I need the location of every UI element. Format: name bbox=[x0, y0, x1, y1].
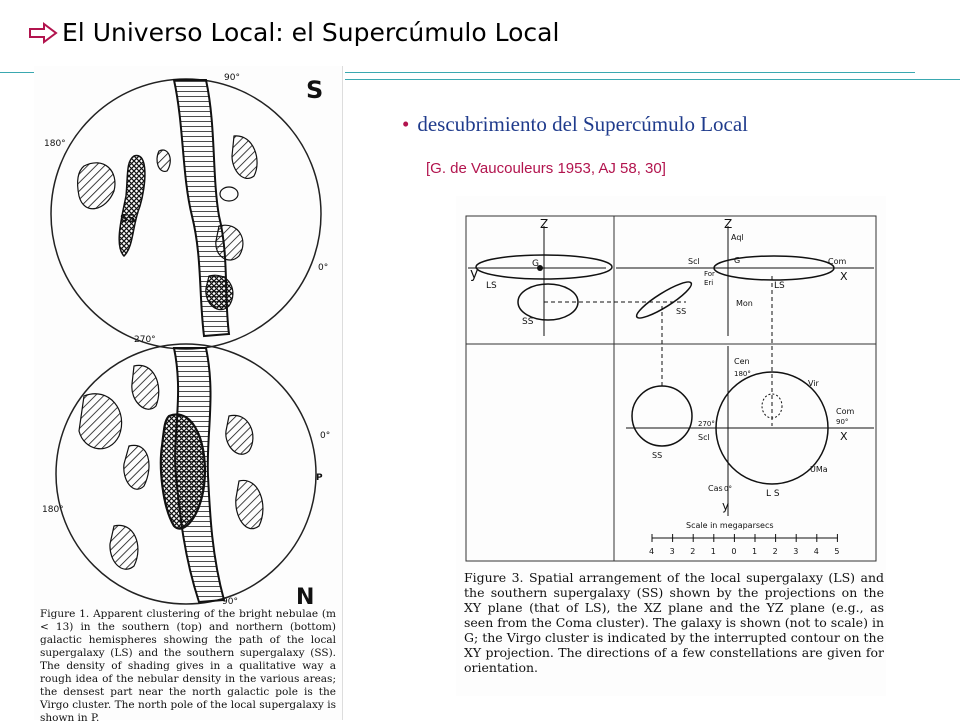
nebula-blob-6 bbox=[219, 186, 239, 202]
virgo-cluster-dense bbox=[159, 413, 206, 530]
fig3-label-deg0: 0° bbox=[724, 485, 732, 493]
bullet-item: •descubrimiento del Supercúmulo Local bbox=[402, 112, 749, 136]
slide-title: El Universo Local: el Supercúmulo Local bbox=[28, 18, 559, 47]
fig3-label-deg270: 270° bbox=[698, 420, 715, 428]
figure-1-panel: S 90° 180° 0° SS 270° 0° P 180° 90° N Fi… bbox=[34, 66, 343, 724]
fig3-label-z2: Z bbox=[724, 217, 732, 231]
fig3-label-deg180: 180° bbox=[734, 370, 751, 378]
fig3-label-mon: Mon bbox=[736, 299, 753, 308]
fig3-label-deg90: 90° bbox=[836, 418, 848, 426]
fig3-label-g2: G bbox=[734, 256, 740, 265]
fig3-label-x2: X bbox=[840, 430, 848, 443]
north-hemisphere-circle bbox=[55, 343, 317, 605]
nebula-blob-11 bbox=[235, 479, 264, 530]
nebula-blob-3 bbox=[215, 224, 244, 261]
nebula-blob-10 bbox=[225, 414, 254, 455]
fig3-label-aql: Aql bbox=[731, 233, 744, 242]
label-N: N bbox=[296, 585, 314, 610]
scale-tick-label: 1 bbox=[711, 547, 716, 556]
figure-3-caption: Figure 3. Spatial arrangement of the loc… bbox=[464, 570, 884, 675]
fig3-label-ss1: SS bbox=[522, 317, 534, 327]
figure-1-drawing: S 90° 180° 0° SS 270° 0° P 180° 90° N bbox=[42, 73, 330, 610]
ss-ellipse-yz bbox=[517, 283, 579, 321]
reference-citation: [G. de Vaucouleurs 1953, AJ 58, 30] bbox=[426, 160, 666, 177]
scale-title: Scale in megaparsecs bbox=[686, 521, 774, 530]
fig3-label-for: For bbox=[704, 270, 715, 278]
label-P: P bbox=[316, 473, 323, 483]
fig3-label-ss2: SS bbox=[676, 307, 686, 316]
label-SS: SS bbox=[120, 212, 135, 225]
nebula-blob-7 bbox=[78, 393, 123, 450]
virgo-cluster-contour bbox=[761, 393, 783, 419]
scale-tick-label: 4 bbox=[814, 547, 819, 556]
fig3-label-scl1: Scl bbox=[688, 257, 700, 266]
label-270: 270° bbox=[134, 335, 156, 345]
label-S: S bbox=[306, 76, 323, 104]
title-rule-right bbox=[345, 72, 915, 73]
scale-tick-label: 0 bbox=[731, 547, 736, 556]
nebula-blob-8 bbox=[131, 364, 160, 410]
bullet-text: descubrimiento del Supercúmulo Local bbox=[417, 112, 749, 136]
fig3-label-com2: Com bbox=[836, 407, 854, 416]
scale-tick-label: 1 bbox=[752, 547, 757, 556]
scale-tick-label: 3 bbox=[670, 547, 675, 556]
southern-supergalaxy-blob bbox=[118, 154, 146, 258]
title-text: El Universo Local: el Supercúmulo Local bbox=[62, 18, 560, 47]
fig3-label-eri: Eri bbox=[704, 279, 713, 287]
ss-ellipse-xz bbox=[635, 281, 693, 319]
label-90-top: 90° bbox=[224, 73, 240, 83]
nebula-blob-4 bbox=[205, 274, 234, 311]
fig3-label-ss3: SS bbox=[652, 451, 662, 460]
nebula-blob-1 bbox=[77, 162, 116, 210]
fig3-label-ls1: LS bbox=[486, 281, 497, 291]
ls-ellipse-yz bbox=[475, 254, 613, 280]
local-supergalaxy-band-south bbox=[172, 79, 231, 338]
scale-tick-label: 4 bbox=[649, 547, 654, 556]
diagram-frame bbox=[465, 215, 877, 562]
nebula-blob-12 bbox=[109, 524, 139, 570]
nebula-blob-5 bbox=[156, 149, 171, 173]
ss-circle-xy bbox=[631, 385, 693, 447]
fig3-label-uma: UMa bbox=[810, 465, 828, 474]
fig3-label-ls3: L S bbox=[766, 489, 780, 499]
nebula-blob-2 bbox=[231, 135, 258, 179]
scale-ticks: 4 3 2 1 0 1 2 3 4 5 bbox=[649, 534, 839, 556]
fig3-label-vir: Vir bbox=[808, 379, 820, 388]
figure-3-panel: Z y G LS SS Z Aql Scl G For Eri Com X LS… bbox=[456, 196, 886, 696]
scale-tick-label: 2 bbox=[690, 547, 695, 556]
label-90-bottom: 90° bbox=[222, 597, 238, 607]
ls-ellipse-xz bbox=[713, 255, 835, 281]
fig3-label-scl2: Scl bbox=[698, 433, 710, 442]
figure-1-caption: Figure 1. Apparent clustering of the bri… bbox=[40, 608, 336, 724]
galaxy-point-yz bbox=[537, 265, 543, 271]
scale-tick-label: 3 bbox=[793, 547, 798, 556]
label-180-top: 180° bbox=[44, 139, 66, 149]
label-180-bottom: 180° bbox=[42, 505, 64, 515]
scale-tick-label: 2 bbox=[773, 547, 778, 556]
fig3-label-y-left: y bbox=[470, 266, 478, 282]
fig3-label-y-bottom: y bbox=[722, 499, 729, 513]
title-rule-thin bbox=[345, 79, 960, 80]
fig3-label-ls2: LS bbox=[774, 281, 785, 291]
fig3-label-g1: G bbox=[532, 259, 539, 269]
outline-arrow-icon bbox=[29, 21, 58, 44]
fig3-label-cen: Cen bbox=[734, 357, 750, 366]
fig3-label-com1: Com bbox=[828, 257, 846, 266]
ls-circle-xy bbox=[715, 371, 829, 485]
figure-3-drawing: Z y G LS SS Z Aql Scl G For Eri Com X LS… bbox=[465, 215, 877, 562]
fig3-label-cas: Cas bbox=[708, 484, 723, 493]
label-0-bottom: 0° bbox=[320, 431, 330, 441]
nebula-blob-9 bbox=[123, 444, 150, 490]
scale-tick-label: 5 bbox=[834, 547, 839, 556]
fig3-label-z1: Z bbox=[540, 217, 548, 231]
title-rule-left bbox=[0, 72, 44, 73]
label-0-top: 0° bbox=[318, 263, 328, 273]
fig3-label-x1: X bbox=[840, 270, 848, 283]
